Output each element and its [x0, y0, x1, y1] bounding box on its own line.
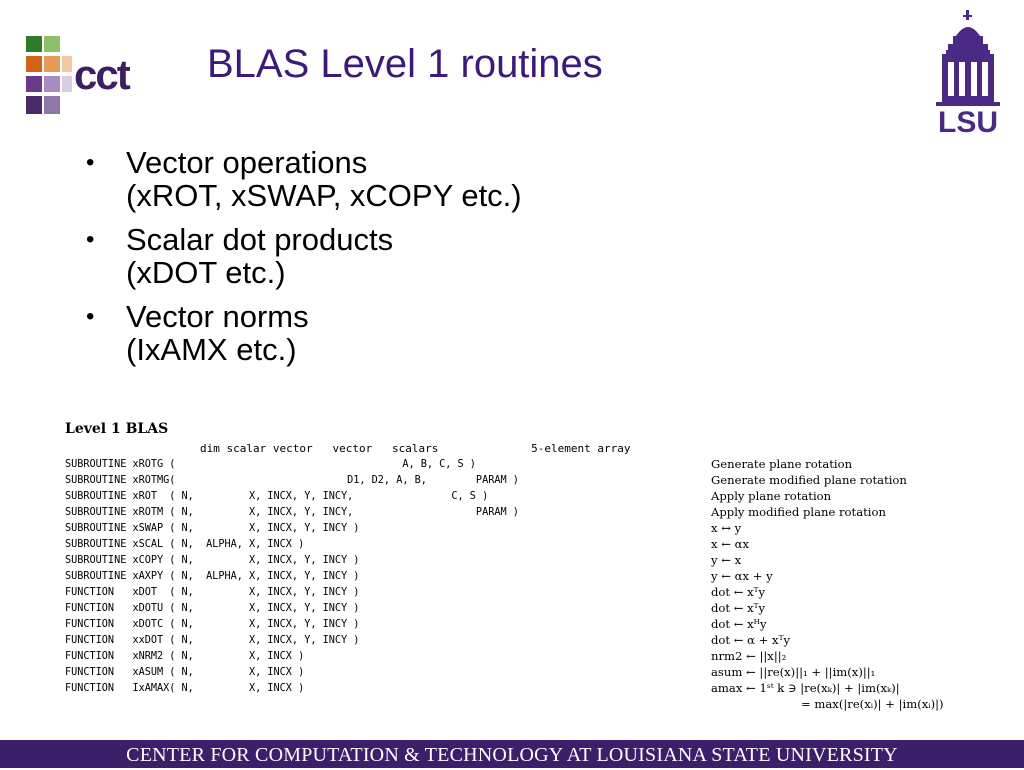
slide-title: BLAS Level 1 routines: [207, 42, 603, 86]
bullet-text: Vector norms: [126, 299, 309, 334]
blas-routine-row: SUBROUTINE xAXPY ( N, ALPHA, X, INCX, Y,…: [65, 571, 360, 582]
bullet-subtext: (IxAMX etc.): [126, 332, 297, 367]
blas-table-title: Level 1 BLAS: [65, 421, 169, 437]
bullet-text: Vector operations: [126, 145, 368, 180]
cct-logo-text: cct: [74, 51, 131, 98]
blas-routine-row: SUBROUTINE xSCAL ( N, ALPHA, X, INCX ): [65, 539, 305, 550]
blas-routine-list: SUBROUTINE xROTG ( A, B, C, S ) SUBROUTIN…: [65, 457, 519, 697]
bullet-item: • Scalar dot products(xDOT etc.): [86, 223, 522, 289]
blas-routine-row: FUNCTION xDOT ( N, X, INCX, Y, INCY ): [65, 587, 360, 598]
bullet-subtext: (xDOT etc.): [126, 255, 286, 290]
blas-description-row: Apply plane rotation: [711, 489, 832, 503]
blas-routine-row: SUBROUTINE xROT ( N, X, INCX, Y, INCY, C…: [65, 491, 489, 502]
lsu-logo-text: LSU: [938, 106, 998, 136]
blas-routine-row: SUBROUTINE xCOPY ( N, X, INCX, Y, INCY ): [65, 555, 360, 566]
blas-description-row: amax ← 1ˢᵗ k ∋ |re(xₖ)| + |im(xₖ)|: [711, 681, 900, 695]
blas-routine-row: SUBROUTINE xROTM ( N, X, INCX, Y, INCY, …: [65, 507, 519, 518]
blas-routine-row: SUBROUTINE xSWAP ( N, X, INCX, Y, INCY ): [65, 523, 360, 534]
bullet-dot-icon: •: [86, 149, 95, 176]
blas-routine-row: SUBROUTINE xROTMG( D1, D2, A, B, PARAM ): [65, 475, 519, 486]
blas-routine-row: FUNCTION xDOTC ( N, X, INCX, Y, INCY ): [65, 619, 360, 630]
blas-description-row: Generate plane rotation: [711, 457, 853, 471]
blas-description-row: dot ← α + xᵀy: [711, 633, 791, 647]
blas-description-row: dot ← xᵀy: [711, 601, 766, 615]
blas-routine-row: FUNCTION xDOTU ( N, X, INCX, Y, INCY ): [65, 603, 360, 614]
blas-description-row: dot ← xᵀy: [711, 585, 766, 599]
bullet-subtext: (xROT, xSWAP, xCOPY etc.): [126, 178, 522, 213]
bullet-item: • Vector norms(IxAMX etc.): [86, 300, 522, 366]
blas-routine-row: FUNCTION IxAMAX( N, X, INCX ): [65, 683, 305, 694]
bullet-item: • Vector operations(xROT, xSWAP, xCOPY et…: [86, 146, 522, 212]
blas-description-row: = max(|re(xᵢ)| + |im(xᵢ)|): [801, 697, 944, 711]
blas-description-row: x ← αx: [711, 537, 749, 551]
footer-banner: CENTER FOR COMPUTATION & TECHNOLOGY AT L…: [0, 740, 1024, 768]
blas-description-row: Generate modified plane rotation: [711, 473, 907, 487]
bullet-dot-icon: •: [86, 303, 95, 330]
blas-description-row: y ← x: [711, 553, 742, 567]
cct-logo: cct: [26, 36, 133, 114]
blas-routine-row: FUNCTION xNRM2 ( N, X, INCX ): [65, 651, 305, 662]
blas-description-row: asum ← ||re(x)||₁ + ||im(x)||₁: [711, 665, 876, 679]
blas-description-row: dot ← xᴴy: [711, 617, 767, 631]
blas-routine-row: SUBROUTINE xROTG ( A, B, C, S ): [65, 459, 476, 470]
blas-routine-row: FUNCTION xxDOT ( N, X, INCX, Y, INCY ): [65, 635, 360, 646]
bullet-list: • Vector operations(xROT, xSWAP, xCOPY et…: [86, 146, 522, 377]
blas-description-row: y ← αx + y: [711, 569, 773, 583]
blas-routine-row: FUNCTION xASUM ( N, X, INCX ): [65, 667, 305, 678]
bullet-dot-icon: •: [86, 226, 95, 253]
lsu-tower-icon: [936, 10, 1000, 106]
cct-logo-grid: [26, 36, 72, 114]
blas-description-row: nrm2 ← ||x||₂: [711, 649, 787, 663]
lsu-logo: LSU: [936, 10, 1000, 136]
bullet-text: Scalar dot products: [126, 222, 394, 257]
blas-description-row: Apply modified plane rotation: [711, 505, 886, 519]
blas-table-header: dim scalar vector vector scalars 5-eleme…: [200, 442, 631, 455]
blas-description-row: x ↔ y: [711, 521, 742, 535]
